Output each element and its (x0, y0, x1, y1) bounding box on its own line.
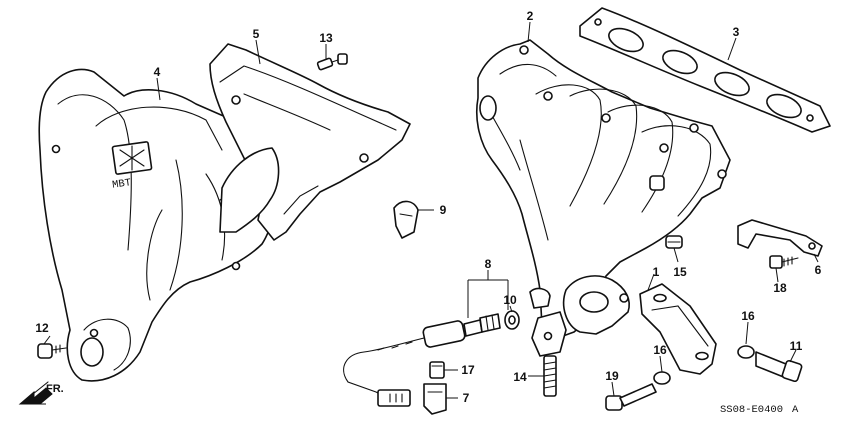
callout-16-upper: 16 (741, 309, 755, 323)
callout-12: 12 (35, 321, 49, 335)
washer-10 (504, 310, 520, 330)
bolt-11 (755, 351, 803, 383)
callout-17: 17 (461, 363, 475, 377)
callout-13: 13 (319, 31, 333, 45)
callout-18: 18 (773, 281, 787, 295)
callout-9: 9 (440, 203, 447, 217)
bolt-18 (769, 255, 799, 269)
bracket-6 (737, 219, 823, 257)
callout-14: 14 (513, 370, 527, 384)
bolt-12 (37, 343, 67, 359)
callout-3: 3 (733, 25, 740, 39)
callout-7: 7 (463, 391, 470, 405)
stud-14 (543, 355, 557, 397)
drawing-code-block: SS08-E0400 A (720, 404, 799, 416)
leader-lines (43, 21, 819, 399)
bolt-19 (605, 383, 657, 411)
callout-6: 6 (815, 263, 822, 277)
washer-16a (653, 371, 671, 385)
callout-labels: 4 5 13 2 3 9 8 10 1 6 15 18 12 14 16 16 … (35, 9, 821, 405)
callout-8: 8 (485, 257, 492, 271)
nut-15 (665, 235, 683, 249)
clip-17 (429, 361, 445, 379)
callout-2: 2 (527, 9, 534, 23)
callout-10: 10 (503, 293, 517, 307)
callout-15: 15 (673, 265, 687, 279)
heat-shield-upper (209, 43, 411, 241)
drawing-code: SS08-E0400 (720, 404, 783, 416)
heat-shield-logo: MBT (111, 141, 153, 192)
heat-shield-lower (38, 68, 283, 382)
drawing-revision: A (792, 404, 799, 416)
svg-text:MBT: MBT (111, 177, 131, 192)
direction-label: FR. (46, 383, 64, 395)
bolt-13 (316, 53, 348, 71)
callout-5: 5 (253, 27, 260, 41)
callout-19: 19 (605, 369, 619, 383)
sensor-clip-9 (393, 200, 419, 239)
front-direction-arrow: FR. (18, 381, 64, 405)
washer-16b (737, 345, 755, 359)
callout-4: 4 (154, 65, 161, 79)
exhaust-manifold (475, 39, 731, 357)
callout-16-lower: 16 (653, 343, 667, 357)
callout-11: 11 (790, 339, 803, 353)
oxygen-sensor (343, 313, 501, 407)
connector-bracket-7 (423, 383, 447, 415)
manifold-gasket (579, 7, 831, 133)
callout-1: 1 (653, 265, 660, 279)
manifold-bracket (639, 283, 717, 375)
